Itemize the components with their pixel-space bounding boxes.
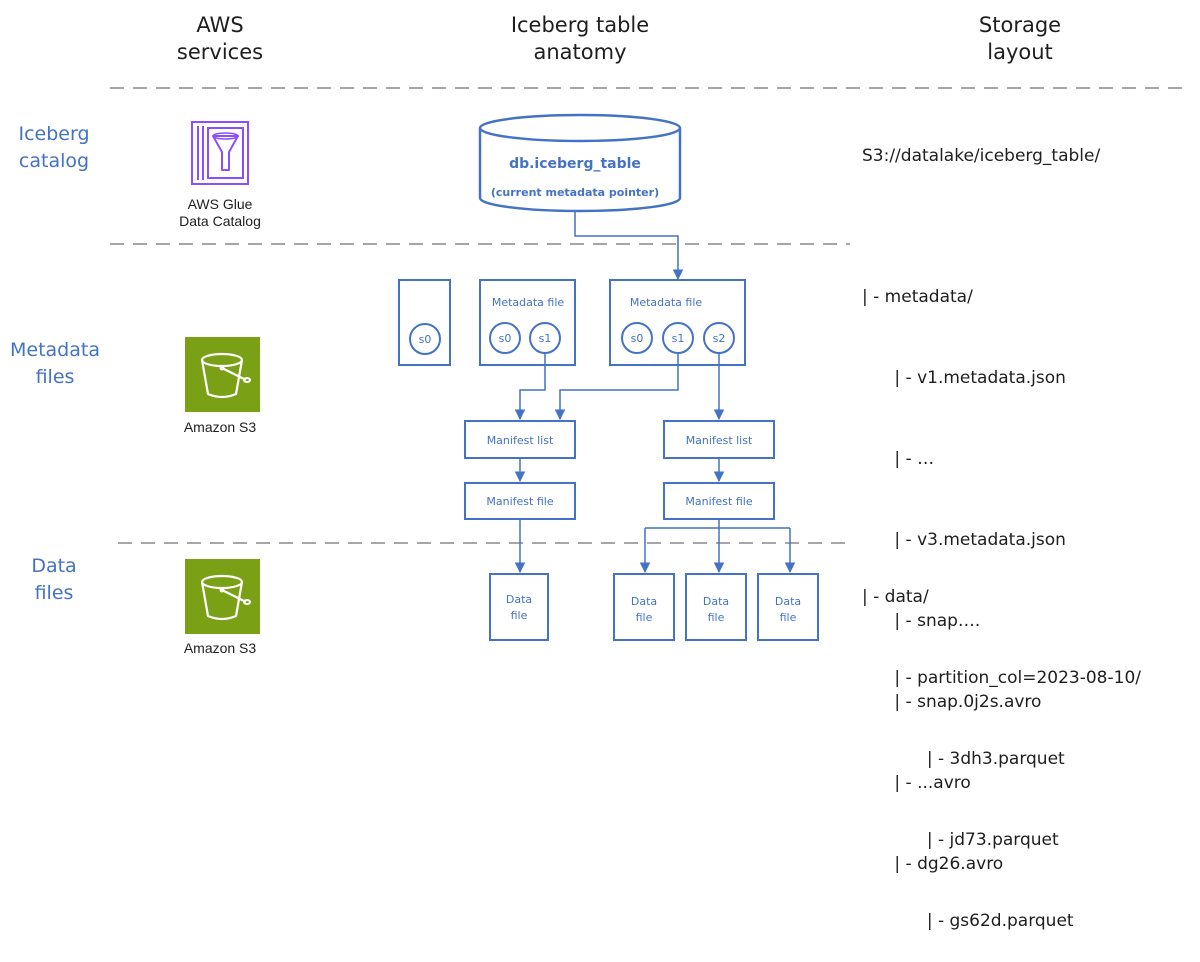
glue-data-catalog-icon <box>191 121 249 185</box>
snapshot-label: s1 <box>672 332 685 345</box>
metadata-file-label: Metadata file <box>630 296 703 309</box>
arrow-s1-b-to-manifest-list <box>554 353 679 421</box>
data-file-label: Data <box>703 595 729 608</box>
snapshot-label: s1 <box>539 332 552 345</box>
header-aws-services: AWS services <box>176 13 264 64</box>
s3-metadata-caption: Amazon S3 <box>183 419 257 435</box>
snapshot-label: s0 <box>499 332 512 345</box>
row-label-metadata-files: Metadata files <box>10 339 100 388</box>
header-storage-layout: Storage layout <box>978 13 1062 64</box>
data-file-label: Data <box>775 595 801 608</box>
storage-line: | - jd73.parquet <box>862 830 1059 850</box>
snapshot-label: s2 <box>713 332 726 345</box>
snapshot-label: s0 <box>631 332 644 345</box>
storage-line: | - data/ <box>862 587 929 607</box>
s3-bucket-icon <box>185 337 260 412</box>
pointer-arrow <box>574 212 684 281</box>
row-label-data-files: Data files <box>31 555 77 604</box>
manifest-list-label: Manifest list <box>487 434 554 447</box>
storage-line: | - snap…. <box>862 611 981 631</box>
manifest-list-label: Manifest list <box>686 434 753 447</box>
s3-data-caption: Amazon S3 <box>183 640 257 656</box>
storage-line: | - v1.metadata.json <box>862 368 1066 388</box>
manifest-file-left: Manifest file <box>464 482 576 520</box>
data-file: Data file <box>685 573 747 641</box>
catalog-table-name: db.iceberg_table <box>509 156 641 172</box>
manifest-file-label: Manifest file <box>486 495 553 508</box>
data-file: Data file <box>757 573 819 641</box>
old-metadata-file: s0 <box>398 279 451 366</box>
data-file: Data file <box>613 573 675 641</box>
metadata-file-a: Metadata file s0 s1 <box>479 279 576 366</box>
manifest-file-label: Manifest file <box>685 495 752 508</box>
metadata-file-label: Metadata file <box>492 296 565 309</box>
s3-bucket-icon <box>185 559 260 634</box>
catalog-table-cylinder: db.iceberg_table (current metadata point… <box>478 113 682 213</box>
manifest-list-left: Manifest list <box>464 420 576 459</box>
iceberg-anatomy-diagram: db.iceberg_table (current metadata point… <box>110 87 1188 641</box>
storage-line: | - v3.metadata.json <box>862 530 1066 550</box>
storage-line: | - metadata/ <box>862 287 973 307</box>
manifest-list-right: Manifest list <box>663 420 775 459</box>
storage-line: | - gs62d.parquet <box>862 911 1074 931</box>
arrow-s1-a-to-manifest-list <box>514 353 546 421</box>
storage-line: | - … <box>862 449 935 469</box>
header-iceberg-anatomy: Iceberg table anatomy <box>510 13 650 64</box>
storage-line: | - 3dh3.parquet <box>862 749 1065 769</box>
storage-root-path: S3://datalake/iceberg_table/ <box>862 146 1101 166</box>
metadata-file-b: Metadata file s0 s1 s2 <box>609 279 746 366</box>
data-file-label: file <box>708 611 725 624</box>
data-file: Data file <box>489 573 549 641</box>
data-file-label: Data <box>631 595 657 608</box>
manifest-file-right: Manifest file <box>663 482 775 520</box>
data-file-label: file <box>780 611 797 624</box>
arrow-branch-right <box>645 519 790 529</box>
snapshot-label: s0 <box>419 333 432 346</box>
data-file-label: Data <box>506 593 532 606</box>
data-file-label: file <box>511 609 528 622</box>
catalog-pointer-label: (current metadata pointer) <box>491 186 659 199</box>
glue-caption: AWS Glue Data Catalog <box>179 196 261 229</box>
row-label-iceberg-catalog: Iceberg catalog <box>18 123 90 172</box>
data-file-label: file <box>636 611 653 624</box>
